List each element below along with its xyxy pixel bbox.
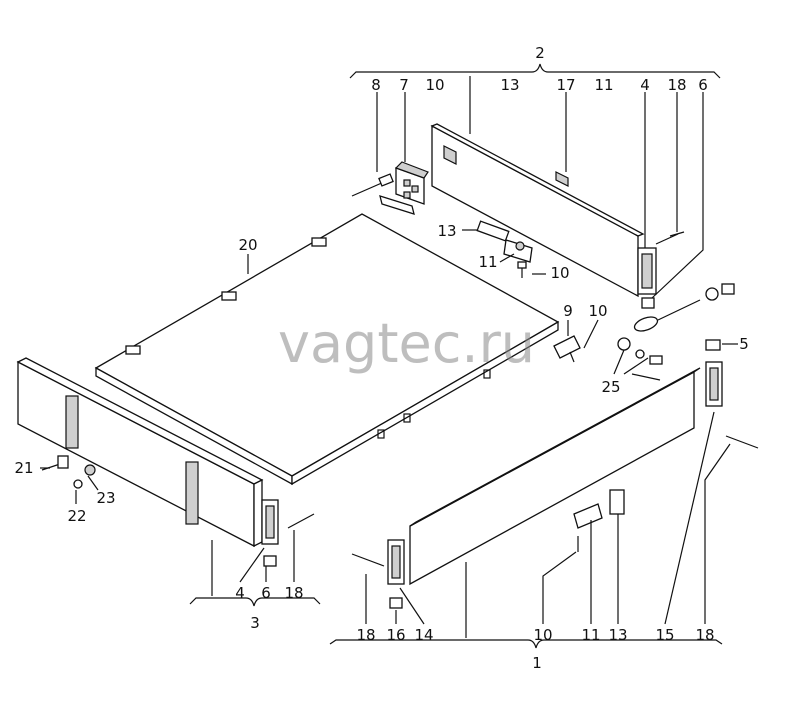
group-1-bracket: [329, 639, 723, 649]
callout-t13c: 13: [608, 626, 627, 644]
hinge-bottom: [573, 489, 625, 552]
callout-t23: 23: [96, 489, 115, 507]
callout-t9: 9: [563, 302, 573, 320]
callout-t18b: 18: [284, 584, 303, 602]
callout-t10a: 10: [425, 76, 444, 94]
lock-right-panel-right: [705, 339, 759, 449]
callout-g2: 2: [535, 44, 545, 62]
callout-t8: 8: [371, 76, 381, 94]
callout-t25: 25: [601, 378, 620, 396]
hinge-bracket-top: [379, 161, 429, 215]
callout-t18c: 18: [356, 626, 375, 644]
callout-t5: 5: [739, 335, 749, 353]
callout-t14: 14: [414, 626, 433, 644]
group-3-bracket: [189, 597, 321, 607]
callout-t11b: 11: [478, 253, 497, 271]
callout-t6a: 6: [698, 76, 708, 94]
rear-side-panel: [430, 123, 645, 298]
callout-t6b: 6: [261, 584, 271, 602]
right-side-panel: [409, 367, 701, 586]
lock-left: [261, 499, 315, 567]
callout-t21: 21: [14, 459, 33, 477]
callout-g3: 3: [250, 614, 260, 632]
callout-t18d: 18: [695, 626, 714, 644]
callout-t16: 16: [386, 626, 405, 644]
group-2-bracket: [349, 63, 721, 79]
callout-g1: 1: [532, 654, 542, 672]
lock-top: [637, 231, 685, 309]
callout-t4b: 4: [235, 584, 245, 602]
hinge-pin-top: [351, 173, 394, 197]
hinge-mid: [553, 335, 581, 363]
callout-t13b: 13: [437, 222, 456, 240]
callout-t15: 15: [655, 626, 674, 644]
callout-t18a: 18: [667, 76, 686, 94]
callout-t17: 17: [556, 76, 575, 94]
cable-set: [617, 283, 735, 365]
watermark: vagtec.ru: [278, 312, 535, 375]
hinge-top: [476, 220, 533, 278]
callout-t7: 7: [399, 76, 409, 94]
callout-t10d: 10: [533, 626, 552, 644]
callout-t13a: 13: [500, 76, 519, 94]
callout-t11c: 11: [581, 626, 600, 644]
callout-t22: 22: [67, 507, 86, 525]
screw-set-left: [41, 455, 96, 489]
callout-t10b: 10: [550, 264, 569, 282]
floor-panel: [94, 213, 560, 486]
callout-t4a: 4: [640, 76, 650, 94]
lock-right-panel-left: [351, 539, 405, 609]
leader-lines: [40, 76, 738, 638]
callout-t20: 20: [238, 236, 257, 254]
left-side-panel: [16, 357, 264, 548]
callout-t10c: 10: [588, 302, 607, 320]
callout-t11a: 11: [594, 76, 613, 94]
